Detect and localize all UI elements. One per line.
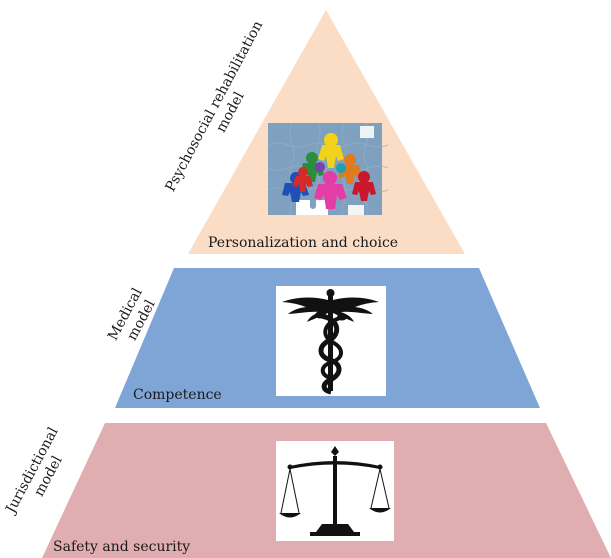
tier-middle-caption: Competence — [133, 387, 222, 403]
tier-top-caption: Personalization and choice — [208, 235, 398, 251]
puzzle-people-image — [267, 122, 389, 216]
tier-middle: Competence Medical model — [105, 268, 540, 408]
scales-of-justice-icon — [276, 441, 394, 541]
tier-bottom: Safety and security Jurisdictional model — [2, 423, 611, 558]
tier-top: Personalization and choice Psychosocial … — [162, 10, 465, 254]
tier-bottom-caption: Safety and security — [53, 539, 190, 555]
caduceus-icon — [276, 286, 386, 396]
